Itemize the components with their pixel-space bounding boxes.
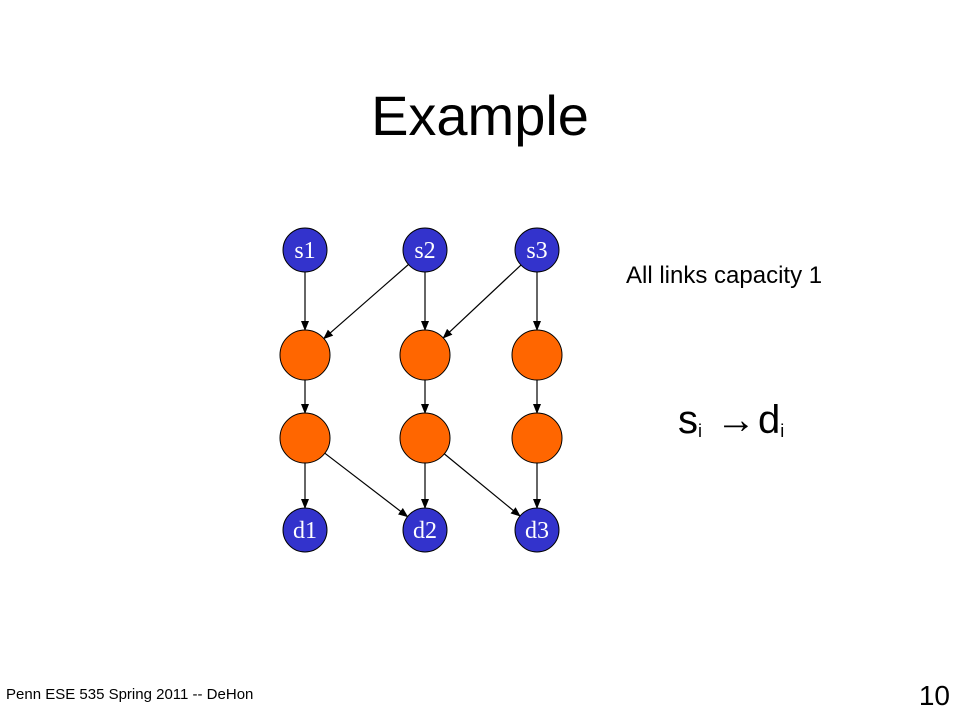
node-a3 <box>511 329 563 381</box>
edges-layer <box>301 264 541 518</box>
node-d2-label: d2 <box>413 518 437 544</box>
right-arrow-icon: → <box>716 398 756 442</box>
node-s2-circle <box>402 227 448 273</box>
edge-b1-to-d2 <box>324 452 409 518</box>
node-a2-circle <box>399 329 451 381</box>
routing-formula: si→di <box>678 398 784 443</box>
node-d3-label: d3 <box>525 518 549 544</box>
formula-source: s <box>678 398 698 442</box>
edge-s2-to-a1 <box>323 264 409 340</box>
capacity-note: All links capacity 1 <box>626 262 823 289</box>
node-d3: d3 <box>514 507 560 553</box>
node-a2 <box>399 329 451 381</box>
node-b3 <box>511 412 563 464</box>
node-b2-circle <box>399 412 451 464</box>
node-s1-label: s1 <box>294 238 315 264</box>
node-d2: d2 <box>402 507 448 553</box>
node-b1 <box>279 412 331 464</box>
node-d1-label: d1 <box>293 518 317 544</box>
node-a3-circle <box>511 329 563 381</box>
node-b2 <box>399 412 451 464</box>
formula-source-subscript: i <box>698 421 702 441</box>
footer-credit: Penn ESE 535 Spring 2011 -- DeHon <box>6 686 254 703</box>
node-d2-circle <box>402 507 448 553</box>
edge-b2-to-d3 <box>443 453 521 517</box>
node-b3-circle <box>511 412 563 464</box>
node-s1: s1 <box>282 227 328 273</box>
formula-destination-subscript: i <box>780 421 785 441</box>
nodes-layer: s1 s2 s3 d1 d2 d3 <box>279 227 563 553</box>
node-a1 <box>279 329 331 381</box>
node-d1: d1 <box>282 507 328 553</box>
node-d3-circle <box>514 507 560 553</box>
edge-s3-to-a2 <box>442 264 522 339</box>
node-d1-circle <box>282 507 328 553</box>
node-s3-circle <box>514 227 560 273</box>
node-s2-label: s2 <box>414 238 435 264</box>
slide-title: Example <box>371 84 589 147</box>
node-s3-label: s3 <box>526 238 547 264</box>
page-number: 10 <box>918 680 950 711</box>
node-s3: s3 <box>514 227 560 273</box>
node-s1-circle <box>282 227 328 273</box>
formula-destination: d <box>758 398 781 442</box>
node-b1-circle <box>279 412 331 464</box>
node-a1-circle <box>279 329 331 381</box>
node-s2: s2 <box>402 227 448 273</box>
